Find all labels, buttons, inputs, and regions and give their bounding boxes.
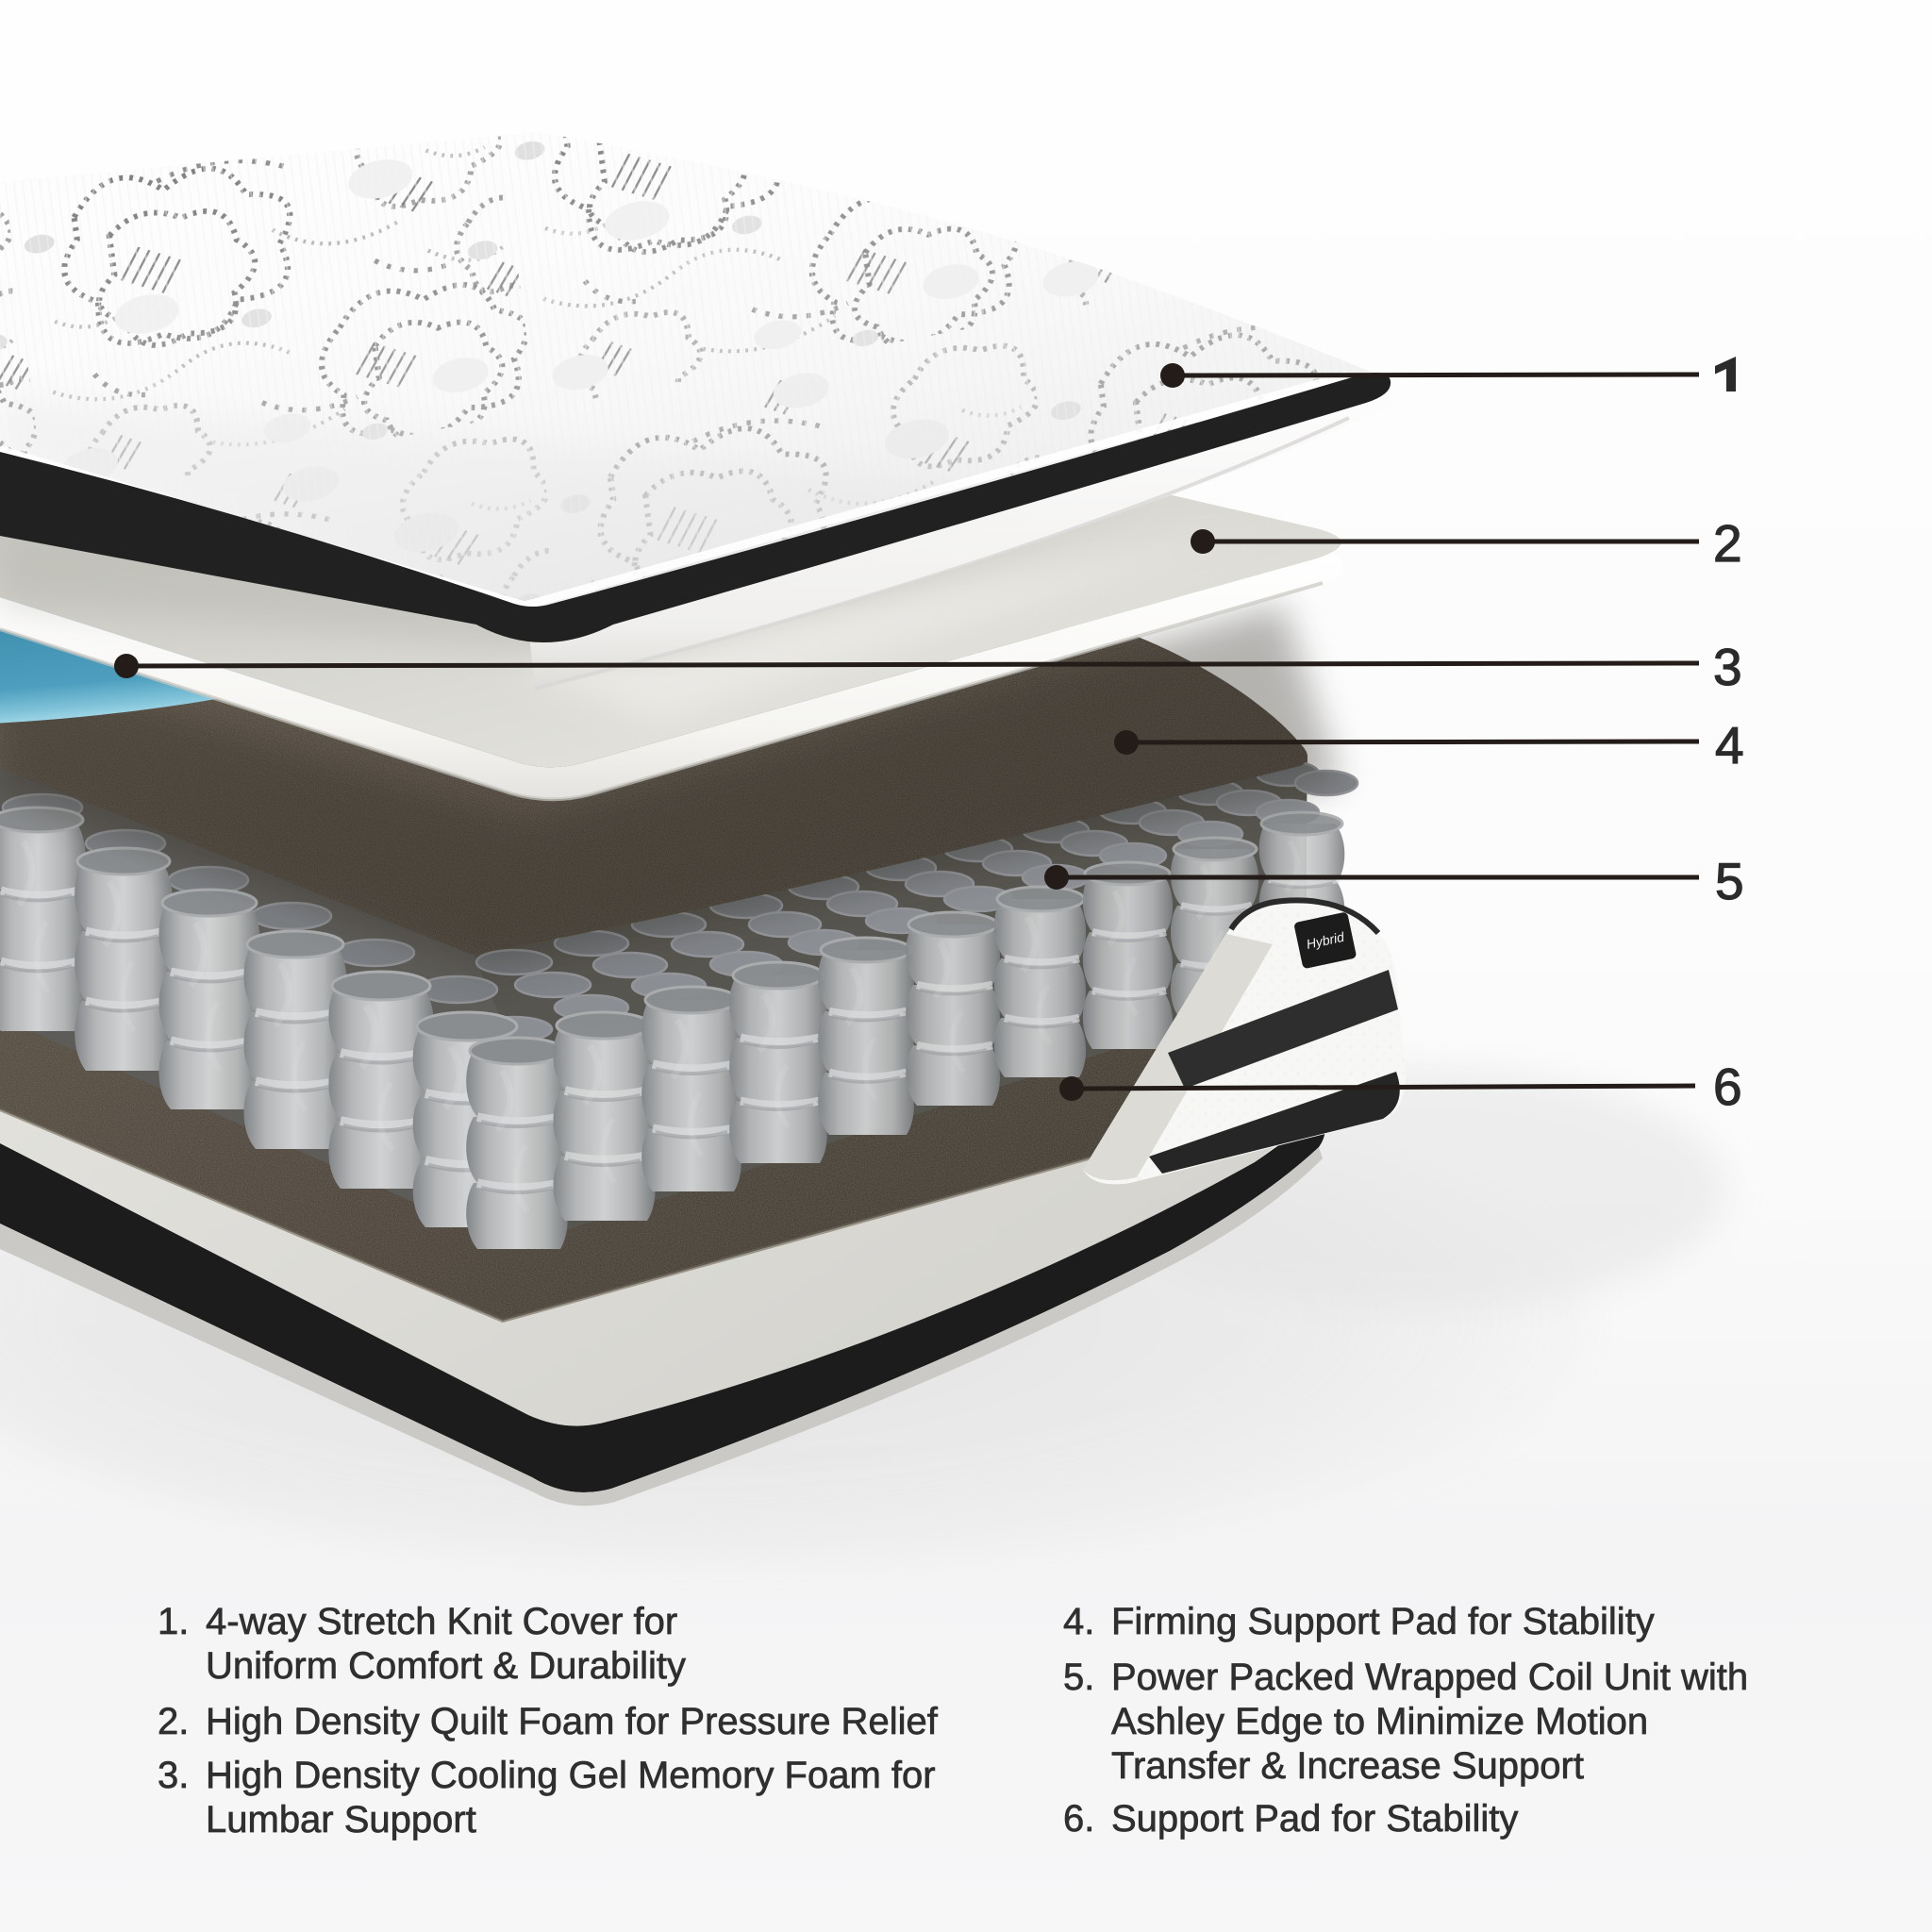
- svg-text:4.: 4.: [1063, 1601, 1094, 1642]
- svg-text:6.: 6.: [1063, 1798, 1094, 1840]
- svg-text:4: 4: [1715, 716, 1744, 774]
- svg-text:5: 5: [1715, 852, 1744, 910]
- svg-text:6: 6: [1713, 1058, 1742, 1116]
- svg-text:Firming Support Pad for Stabil: Firming Support Pad for Stability: [1111, 1601, 1655, 1642]
- svg-text:3.: 3.: [158, 1755, 189, 1796]
- svg-text:1.: 1.: [158, 1601, 189, 1642]
- svg-text:2: 2: [1713, 514, 1742, 573]
- svg-text:Ashley Edge to Minimize Motion: Ashley Edge to Minimize Motion: [1111, 1701, 1648, 1742]
- svg-text:2.: 2.: [158, 1701, 189, 1742]
- svg-text:Transfer & Increase Support: Transfer & Increase Support: [1111, 1745, 1584, 1787]
- svg-text:5.: 5.: [1063, 1657, 1094, 1698]
- svg-text:Support Pad for Stability: Support Pad for Stability: [1111, 1798, 1518, 1840]
- svg-text:4-way Stretch Knit Cover for: 4-way Stretch Knit Cover for: [206, 1601, 677, 1642]
- svg-text:3: 3: [1713, 638, 1742, 696]
- svg-text:High Density Cooling Gel Memor: High Density Cooling Gel Memory Foam for: [206, 1755, 936, 1796]
- svg-text:Lumbar Support: Lumbar Support: [206, 1799, 476, 1840]
- svg-text:Power Packed Wrapped Coil Unit: Power Packed Wrapped Coil Unit with: [1111, 1657, 1748, 1698]
- svg-text:Uniform Comfort & Durability: Uniform Comfort & Durability: [206, 1645, 686, 1687]
- svg-text:High Density Quilt Foam for Pr: High Density Quilt Foam for Pressure Rel…: [206, 1701, 939, 1742]
